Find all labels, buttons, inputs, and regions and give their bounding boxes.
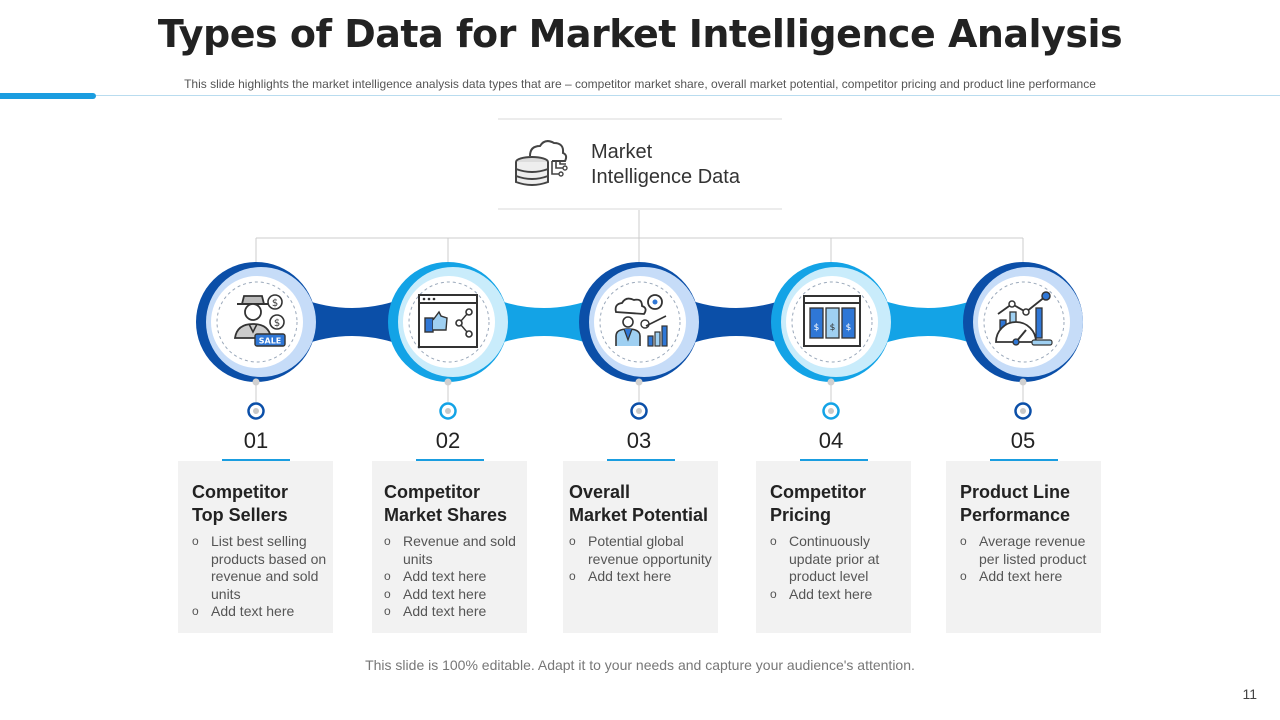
circle-2-dashes bbox=[408, 281, 490, 363]
pricing-dashboard-icon: $ $ $ bbox=[803, 295, 861, 347]
hub-label: Market Intelligence Data bbox=[591, 140, 740, 190]
bullet-item: Add text here bbox=[384, 586, 521, 604]
step-number-4: 04 bbox=[818, 428, 844, 453]
card-bullets: Revenue and sold units Add text here Add… bbox=[384, 533, 521, 621]
card-title-line1: Competitor bbox=[192, 482, 288, 502]
card-accent bbox=[416, 459, 484, 461]
header-divider bbox=[96, 95, 1280, 96]
pin-1-center bbox=[253, 408, 259, 414]
bullet-item: Average revenue per listed product bbox=[960, 533, 1095, 568]
card-competitor-top-sellers: Competitor Top Sellers List best selling… bbox=[178, 459, 333, 633]
card-accent bbox=[990, 459, 1058, 461]
card-title: Product Line Performance bbox=[960, 481, 1097, 527]
card-title: Competitor Top Sellers bbox=[192, 481, 329, 527]
card-title-line1: Product Line bbox=[960, 482, 1071, 502]
slide-subtitle: This slide highlights the market intelli… bbox=[184, 77, 1096, 91]
card-bullets: Average revenue per listed product Add t… bbox=[960, 533, 1095, 586]
card-bullets: List best selling products based on reve… bbox=[192, 533, 327, 621]
bullet-item: Add text here bbox=[384, 603, 521, 621]
slide-footer: This slide is 100% editable. Adapt it to… bbox=[365, 657, 915, 673]
bullet-item: Add text here bbox=[960, 568, 1095, 586]
salesman-dollar-icon: $ $ SALE bbox=[233, 294, 286, 347]
hub-label-line1: Market bbox=[591, 141, 653, 163]
card-title-line2: Market Potential bbox=[569, 505, 709, 525]
card-product-line-performance: Product Line Performance Average revenue… bbox=[946, 459, 1101, 633]
circle-1-dashes bbox=[216, 281, 298, 363]
card-title-line1: Competitor bbox=[384, 482, 480, 502]
card-accent bbox=[607, 459, 675, 461]
team-cloud-growth-icon bbox=[614, 294, 668, 347]
svg-text:$: $ bbox=[814, 323, 820, 333]
accent-bar bbox=[0, 93, 96, 99]
bridge-1-2 bbox=[300, 298, 404, 346]
bullet-item: Revenue and sold units bbox=[384, 533, 521, 568]
step-number-5: 05 bbox=[1010, 428, 1036, 453]
svg-text:SALE: SALE bbox=[259, 337, 282, 346]
svg-text:$: $ bbox=[272, 298, 278, 309]
card-competitor-pricing: Competitor Pricing Continuously update p… bbox=[756, 459, 911, 633]
card-overall-market-potential: Overall Market Potential Potential globa… bbox=[563, 459, 718, 633]
card-title: Overall Market Potential bbox=[569, 481, 714, 527]
bridge-2-3 bbox=[492, 298, 596, 346]
page-number: 11 bbox=[1242, 686, 1257, 702]
hub-label-line2: Intelligence Data bbox=[591, 166, 740, 188]
card-title-line1: Competitor bbox=[770, 482, 866, 502]
circle-3-dashes bbox=[599, 281, 681, 363]
step-number-1: 01 bbox=[243, 428, 269, 453]
pin-2-center bbox=[445, 408, 451, 414]
card-title-line2: Pricing bbox=[770, 505, 832, 525]
pin-3-center bbox=[636, 408, 642, 414]
card-title-line2: Performance bbox=[960, 505, 1071, 525]
step-number-3: 03 bbox=[626, 428, 652, 453]
stem-dot-3 bbox=[635, 378, 643, 386]
stem-dot-2 bbox=[444, 378, 452, 386]
bullet-item: Add text here bbox=[770, 586, 905, 604]
bridge-3-4 bbox=[684, 298, 788, 346]
pin-4-center bbox=[828, 408, 834, 414]
hub-box: Market Intelligence Data bbox=[498, 118, 782, 210]
pin-5-center bbox=[1020, 408, 1026, 414]
card-competitor-market-shares: Competitor Market Shares Revenue and sol… bbox=[372, 459, 527, 633]
card-title-line2: Top Sellers bbox=[192, 505, 288, 525]
step-number-2: 02 bbox=[435, 428, 461, 453]
bullet-item: Add text here bbox=[192, 603, 327, 621]
bullet-item: Potential global revenue opportunity bbox=[569, 533, 712, 568]
svg-text:$: $ bbox=[274, 318, 280, 329]
performance-chart-icon bbox=[995, 291, 1053, 346]
bullet-item: Continuously update prior at product lev… bbox=[770, 533, 905, 586]
bridge-4-5 bbox=[876, 298, 980, 346]
card-bullets: Continuously update prior at product lev… bbox=[770, 533, 905, 603]
card-title: Competitor Pricing bbox=[770, 481, 907, 527]
stem-dot-5 bbox=[1019, 378, 1027, 386]
cloud-database-icon bbox=[515, 140, 568, 186]
stem-dot-4 bbox=[827, 378, 835, 386]
card-title: Competitor Market Shares bbox=[384, 481, 523, 527]
card-accent bbox=[800, 459, 868, 461]
card-title-line1: Overall bbox=[569, 482, 631, 502]
circle-5-dashes bbox=[983, 281, 1065, 363]
svg-text:$: $ bbox=[830, 323, 836, 333]
svg-text:$: $ bbox=[846, 323, 852, 333]
browser-share-icon bbox=[418, 294, 478, 348]
bullet-item: Add text here bbox=[569, 568, 712, 586]
card-accent bbox=[222, 459, 290, 461]
stem-dot-1 bbox=[252, 378, 260, 386]
card-bullets: Potential global revenue opportunity Add… bbox=[569, 533, 712, 586]
slide-title: Types of Data for Market Intelligence An… bbox=[157, 12, 1123, 56]
bullet-item: List best selling products based on reve… bbox=[192, 533, 327, 603]
bullet-item: Add text here bbox=[384, 568, 521, 586]
card-title-line2: Market Shares bbox=[384, 505, 508, 525]
circle-4-dashes bbox=[791, 281, 873, 363]
